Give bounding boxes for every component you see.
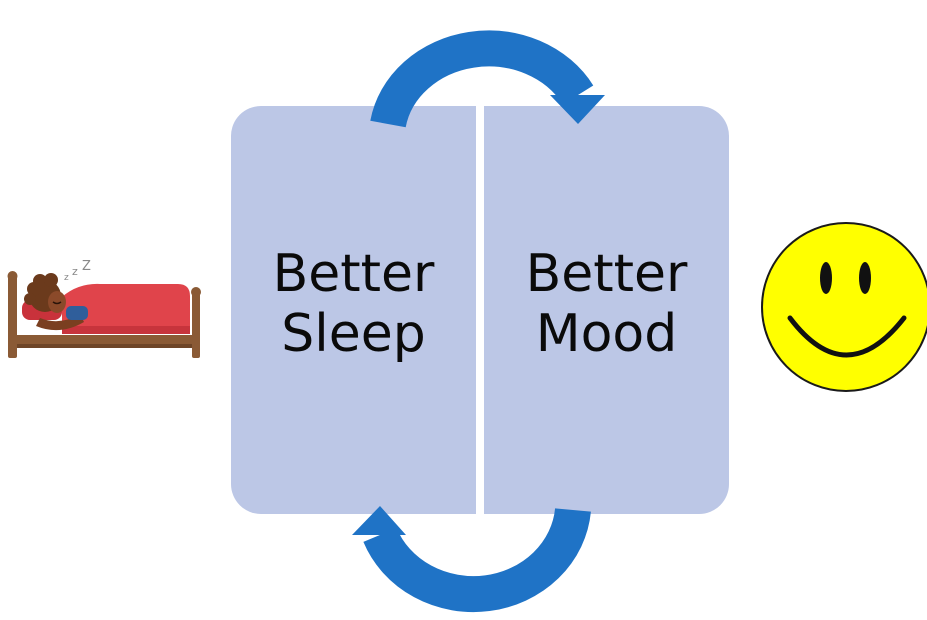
better-mood-label: Better Mood [484, 244, 729, 364]
sleeping-in-bed-icon: z z Z [7, 259, 201, 358]
svg-text:z: z [72, 265, 78, 278]
better-mood-line2: Mood [535, 304, 678, 364]
curved-arrow-right-icon [370, 30, 605, 128]
smiley-face-icon [761, 222, 927, 392]
better-mood-line1: Better [525, 244, 688, 304]
curved-arrow-left-icon [352, 506, 591, 613]
better-sleep-box: Better Sleep [231, 106, 476, 514]
svg-text:Z: Z [82, 259, 91, 274]
svg-text:z: z [64, 273, 69, 283]
better-sleep-label: Better Sleep [231, 244, 476, 364]
better-sleep-line1: Better [272, 244, 435, 304]
better-sleep-line2: Sleep [281, 304, 426, 364]
better-mood-box: Better Mood [484, 106, 729, 514]
